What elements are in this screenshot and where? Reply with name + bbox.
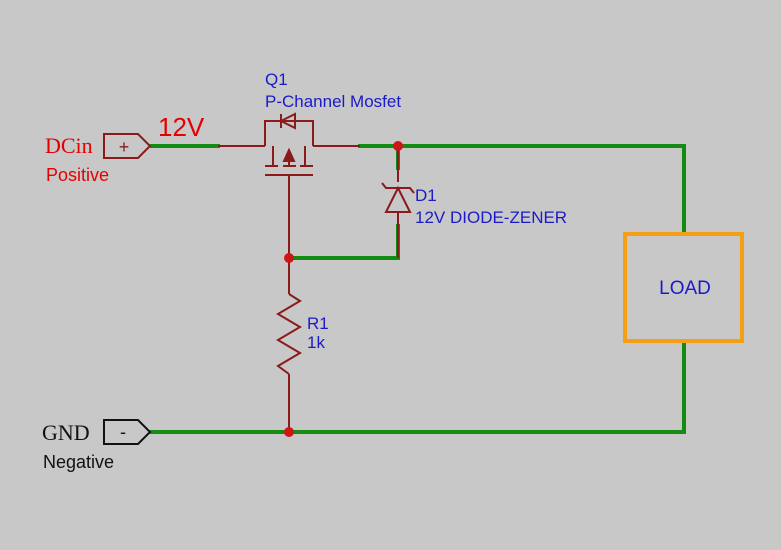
d1-zener-symbol[interactable] [381,182,415,213]
r1-resistor-symbol[interactable] [276,293,302,375]
d1-triangle [384,185,412,213]
q1-arrow [282,147,296,162]
d1-value-label: 12V DIODE-ZENER [415,208,567,227]
d1-bar [381,182,415,194]
q1-value-label: P-Channel Mosfet [265,92,401,111]
dcin-port-caption: Positive [46,165,109,185]
junction-resistor-gnd [284,427,294,437]
q1-mosfet-symbol[interactable] [264,112,314,176]
load-rect [623,232,744,343]
gnd-port-name: GND [42,420,90,445]
dcin-port-name: DCin [45,133,93,158]
load-label: LOAD [659,278,711,299]
load-box[interactable]: LOAD [623,232,744,343]
gnd-port-caption: Negative [43,452,114,472]
wire-zener-to-gate-node [287,224,400,260]
q1-ref-label: Q1 [265,70,288,89]
net-label-12v: 12V [158,112,205,142]
dcin-port-shape [103,133,152,159]
r1-ref-label: R1 [307,314,329,333]
junction-gate-resistor [284,253,294,263]
d1-ref-label: D1 [415,186,437,205]
gnd-port-shape [103,419,152,445]
component-leads [218,145,399,432]
gnd-port[interactable]: - GND Negative [42,419,152,472]
dcin-port-symbol: + [119,137,130,157]
r1-value-label: 1k [307,333,325,352]
gnd-port-symbol: - [120,422,126,442]
junctions [284,141,403,437]
q1-body-diode-triangle [278,112,296,130]
wire-load-to-gnd [150,340,686,434]
r1-zigzag [276,293,302,375]
wire-q1-drain-to-load [358,144,686,236]
dcin-port[interactable]: + DCin Positive [45,133,152,185]
junction-drain-zener [393,141,403,151]
q1-body-diode-wire [264,120,314,146]
